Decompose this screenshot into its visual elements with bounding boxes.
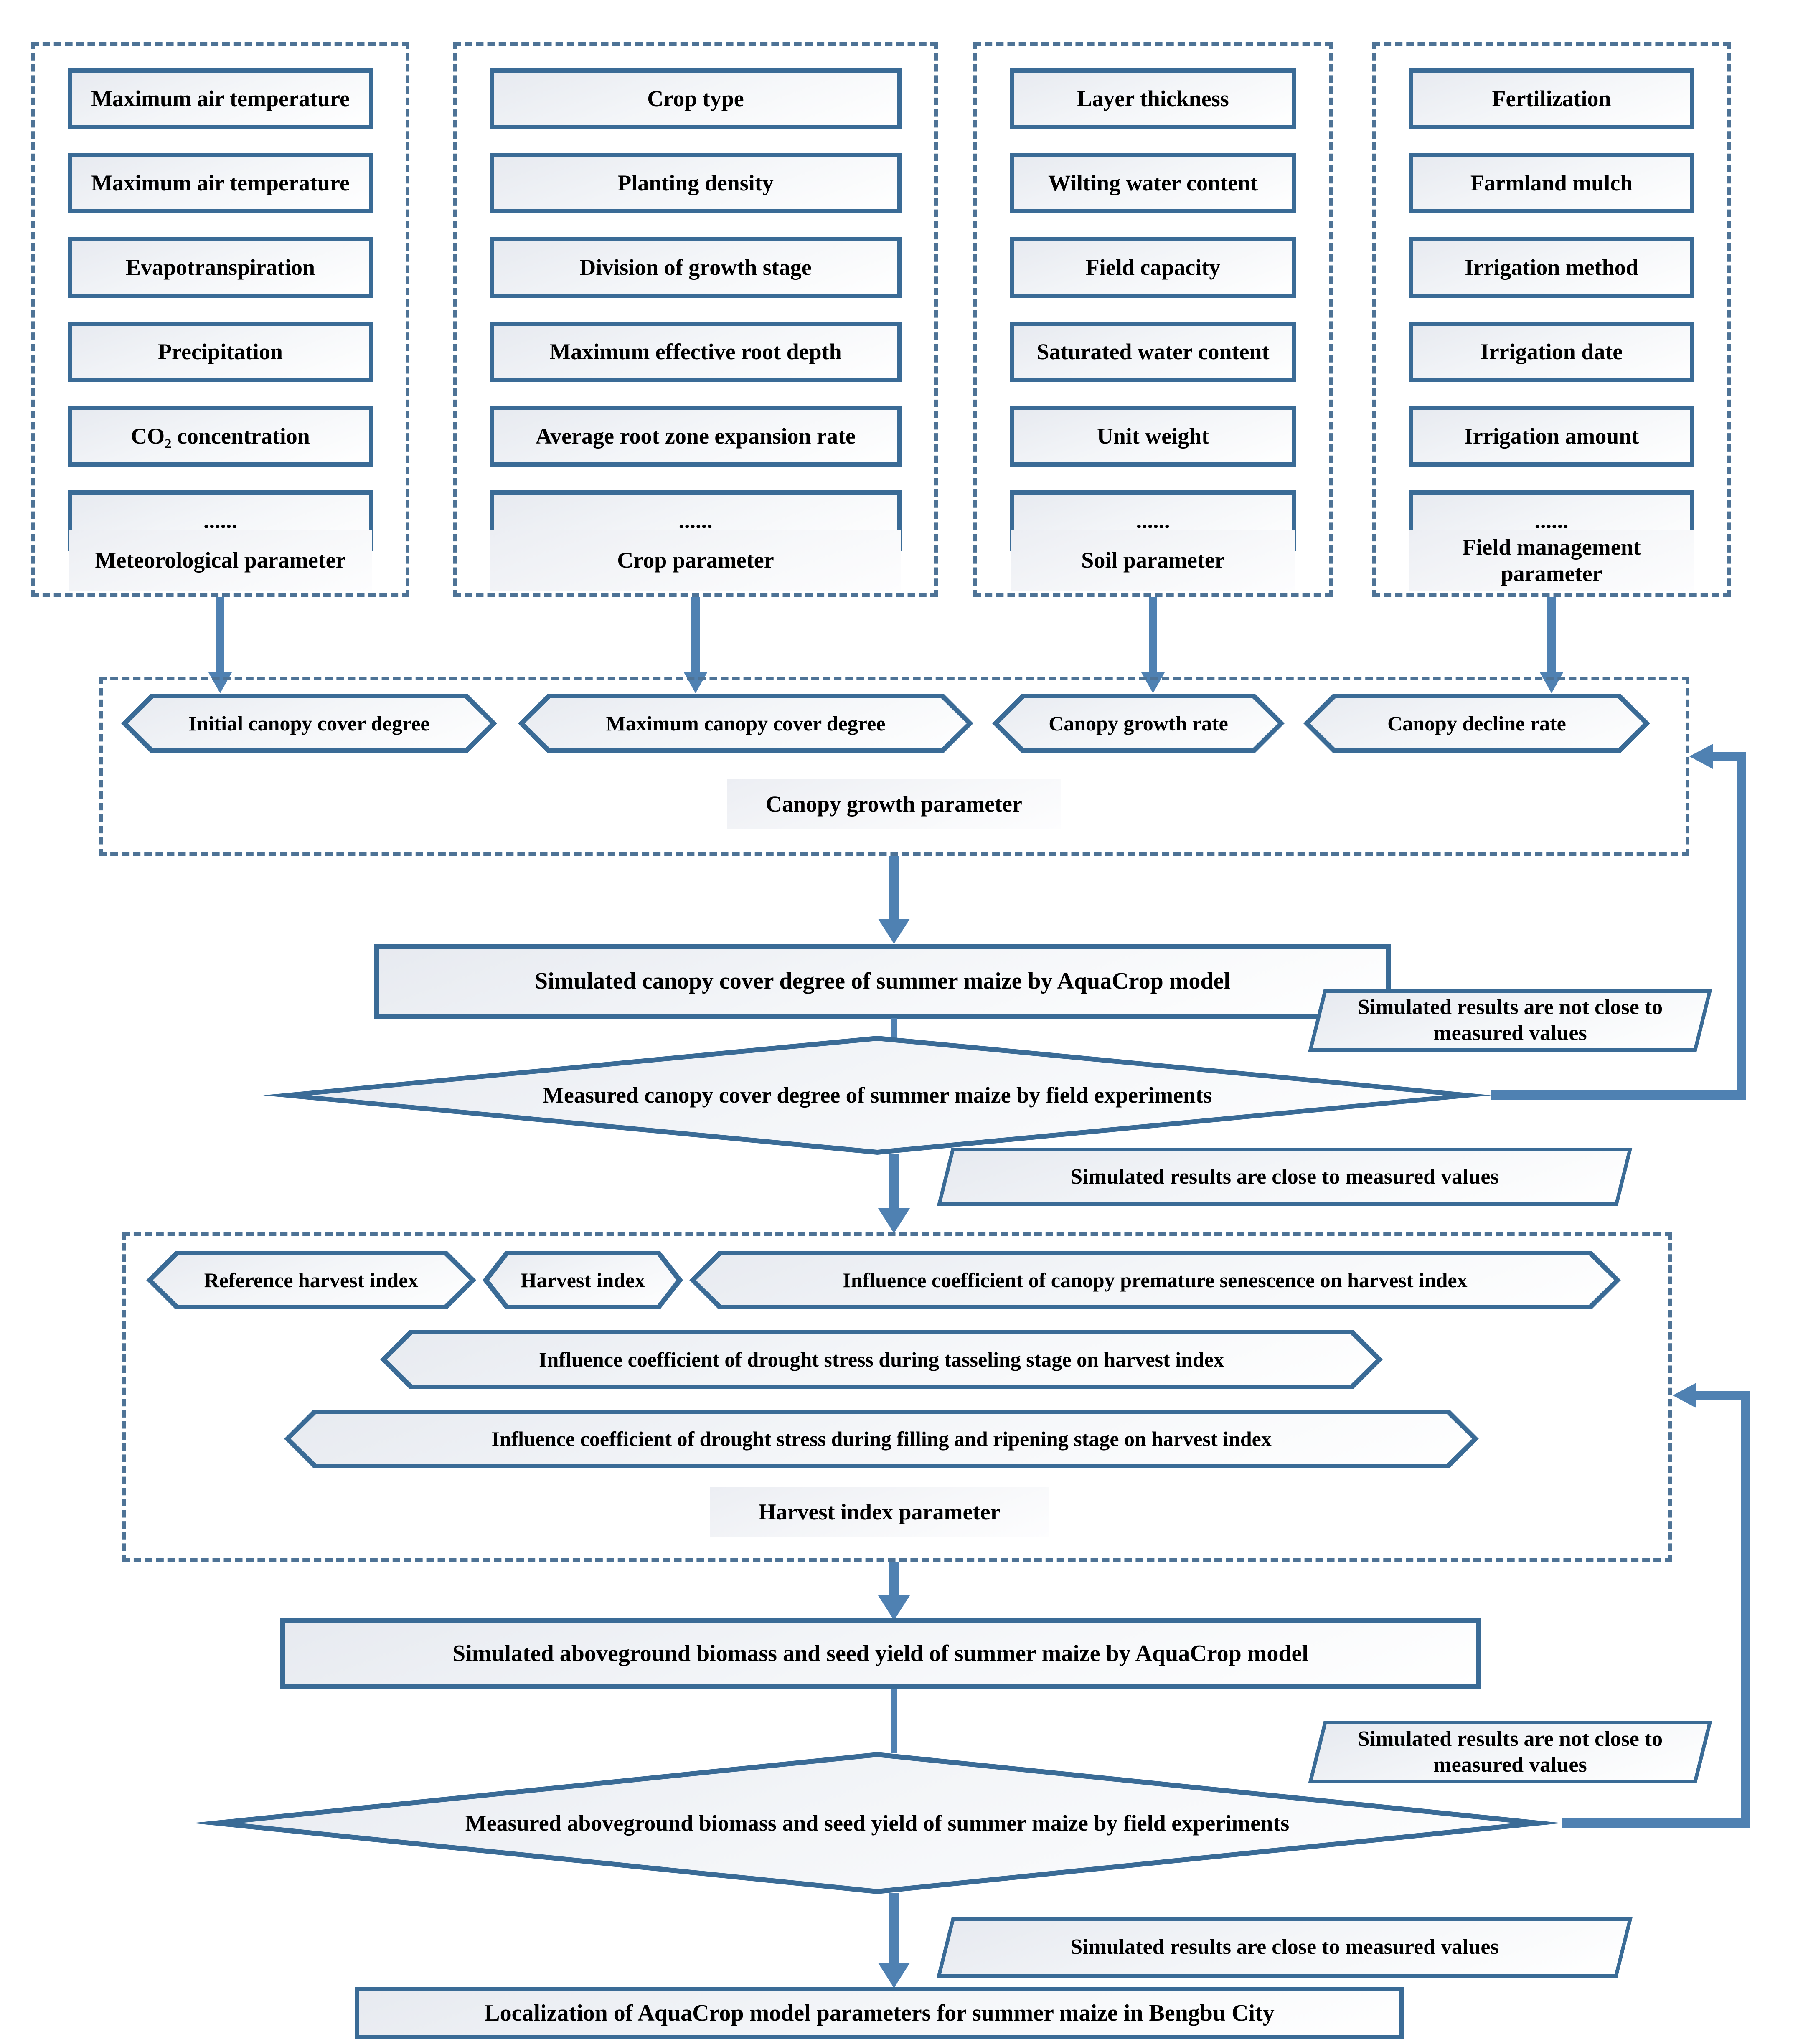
node-fertilization: Fertilization bbox=[1409, 68, 1694, 129]
label-field-management-parameter: Field management parameter bbox=[1409, 530, 1694, 591]
node-simulated-canopy-cover: Simulated canopy cover degree of summer … bbox=[374, 944, 1391, 1019]
hexagon-canopy-senescence-coefficient: Influence coefficient of canopy prematur… bbox=[689, 1251, 1621, 1309]
hexagon-maximum-canopy-cover-degree: Maximum canopy cover degree bbox=[518, 694, 973, 753]
hexagon-harvest-index: Harvest index bbox=[483, 1251, 683, 1309]
column-soil-parameter: Layer thickness Wilting water content Fi… bbox=[973, 42, 1333, 597]
label-soil-parameter: Soil parameter bbox=[1011, 530, 1295, 591]
column-crop-parameter: Crop type Planting density Division of g… bbox=[453, 42, 938, 597]
parallelogram-label: Simulated results are not close to measu… bbox=[1357, 1727, 1663, 1777]
label-canopy-growth-parameter: Canopy growth parameter bbox=[727, 779, 1061, 829]
node-crop-type: Crop type bbox=[490, 68, 902, 129]
connector-harvest-sim2-shaft bbox=[889, 1562, 899, 1598]
hexagon-label: Harvest index bbox=[520, 1268, 645, 1292]
diamond-label: Measured aboveground biomass and seed yi… bbox=[465, 1810, 1290, 1836]
hexagon-filling-ripening-drought-coefficient: Influence coefficient of drought stress … bbox=[284, 1410, 1479, 1468]
node-localization-final: Localization of AquaCrop model parameter… bbox=[355, 1987, 1404, 2039]
parallelogram-close-2: Simulated results are close to measured … bbox=[936, 1917, 1633, 1978]
group-canopy-growth-parameter bbox=[99, 677, 1689, 856]
hexagon-label: Initial canopy cover degree bbox=[188, 711, 430, 735]
feedback1-horizontal-top bbox=[1712, 752, 1746, 761]
hexagon-fill-shape bbox=[689, 1251, 1621, 1309]
node-field-capacity: Field capacity bbox=[1010, 237, 1296, 298]
hexagon-tasseling-drought-coefficient: Influence coefficient of drought stress … bbox=[380, 1330, 1383, 1389]
feedback1-vertical bbox=[1737, 752, 1746, 1100]
diamond-measured-canopy-cover: Measured canopy cover degree of summer m… bbox=[263, 1036, 1491, 1155]
hexagon-fill-shape bbox=[146, 1251, 476, 1309]
hexagon-label: Influence coefficient of drought stress … bbox=[539, 1347, 1224, 1371]
node-evapotranspiration: Evapotranspiration bbox=[68, 237, 373, 298]
diamond-label: Measured canopy cover degree of summer m… bbox=[542, 1083, 1212, 1108]
connector-col3-shaft bbox=[1149, 597, 1157, 673]
arrowhead-col1-icon bbox=[208, 672, 232, 693]
node-root-zone-expansion: Average root zone expansion rate bbox=[490, 406, 902, 467]
hexagon-canopy-decline-rate: Canopy decline rate bbox=[1303, 694, 1650, 753]
node-co2-concentration: CO₂ concentration bbox=[68, 406, 373, 467]
arrowhead-harvest-sim2-icon bbox=[878, 1595, 910, 1620]
node-max-root-depth: Maximum effective root depth bbox=[490, 322, 902, 382]
hexagon-fill-shape bbox=[518, 694, 973, 753]
group-harvest-index-parameter bbox=[122, 1232, 1672, 1562]
hexagon-label: Canopy decline rate bbox=[1387, 711, 1566, 735]
column-field-management-parameter: Fertilization Farmland mulch Irrigation … bbox=[1372, 42, 1731, 597]
arrowhead-feedback1-icon bbox=[1689, 744, 1713, 769]
node-irrigation-method: Irrigation method bbox=[1409, 237, 1694, 298]
hexagon-label: Influence coefficient of canopy prematur… bbox=[843, 1268, 1468, 1292]
label-crop-parameter: Crop parameter bbox=[490, 530, 901, 591]
feedback1-horizontal-bottom bbox=[1491, 1090, 1746, 1100]
node-wilting-water-content: Wilting water content bbox=[1010, 153, 1296, 213]
hexagon-label: Canopy growth rate bbox=[1049, 711, 1228, 735]
arrowhead-col4-icon bbox=[1540, 672, 1563, 693]
hexagon-label: Influence coefficient of drought stress … bbox=[491, 1427, 1272, 1451]
arrowhead-canopy-sim1-icon bbox=[878, 919, 910, 944]
parallelogram-not-close-1: Simulated results are not close to measu… bbox=[1308, 989, 1712, 1052]
connector-sim2-diamond2 bbox=[891, 1689, 897, 1753]
parallelogram-label: Simulated results are close to measured … bbox=[1070, 1935, 1499, 1959]
label-harvest-index-parameter: Harvest index parameter bbox=[710, 1487, 1049, 1537]
node-unit-weight: Unit weight bbox=[1010, 406, 1296, 467]
connector-diamond2-final-shaft bbox=[889, 1893, 899, 1966]
hexagon-fill-shape bbox=[992, 694, 1285, 753]
node-max-air-temperature-2: Maximum air temperature bbox=[68, 153, 373, 213]
arrowhead-col3-icon bbox=[1141, 672, 1165, 693]
column-meteorological-parameter: Maximum air temperature Maximum air temp… bbox=[31, 42, 409, 597]
arrowhead-col2-icon bbox=[684, 672, 707, 693]
hexagon-fill-shape bbox=[1303, 694, 1650, 753]
hexagon-initial-canopy-cover-degree: Initial canopy cover degree bbox=[121, 694, 497, 753]
parallelogram-label: Simulated results are not close to measu… bbox=[1357, 995, 1663, 1045]
node-saturated-water-content: Saturated water content bbox=[1010, 322, 1296, 382]
node-planting-density: Planting density bbox=[490, 153, 902, 213]
connector-col4-shaft bbox=[1547, 597, 1556, 673]
hexagon-reference-harvest-index: Reference harvest index bbox=[146, 1251, 476, 1309]
connector-sim1-diamond1 bbox=[891, 1018, 897, 1039]
feedback2-horizontal-top bbox=[1695, 1391, 1741, 1400]
arrowhead-feedback2-icon bbox=[1673, 1383, 1696, 1408]
node-irrigation-date: Irrigation date bbox=[1409, 322, 1694, 382]
connector-col2-shaft bbox=[691, 597, 700, 673]
node-division-growth-stage: Division of growth stage bbox=[490, 237, 902, 298]
parallelogram-close-1: Simulated results are close to measured … bbox=[937, 1148, 1633, 1206]
connector-col1-shaft bbox=[216, 597, 224, 673]
hexagon-canopy-growth-rate: Canopy growth rate bbox=[992, 694, 1285, 753]
hexagon-fill-shape bbox=[121, 694, 497, 753]
parallelogram-label: Simulated results are close to measured … bbox=[1070, 1164, 1499, 1189]
connector-canopy-sim1-shaft bbox=[889, 856, 899, 921]
parallelogram-not-close-2: Simulated results are not close to measu… bbox=[1308, 1721, 1712, 1783]
connector-diamond1-harvest-shaft bbox=[889, 1154, 899, 1210]
hexagon-fill-shape bbox=[380, 1330, 1383, 1389]
feedback2-vertical bbox=[1741, 1391, 1750, 1828]
hexagon-fill-shape bbox=[483, 1251, 683, 1309]
node-simulated-biomass-yield: Simulated aboveground biomass and seed y… bbox=[280, 1618, 1481, 1689]
hexagon-fill-shape bbox=[284, 1410, 1479, 1468]
feedback2-horizontal-bottom bbox=[1562, 1818, 1750, 1828]
hexagon-label: Maximum canopy cover degree bbox=[606, 711, 886, 735]
node-irrigation-amount: Irrigation amount bbox=[1409, 406, 1694, 467]
node-farmland-mulch: Farmland mulch bbox=[1409, 153, 1694, 213]
node-precipitation: Precipitation bbox=[68, 322, 373, 382]
hexagon-label: Reference harvest index bbox=[204, 1268, 419, 1292]
arrowhead-diamond1-harvest-icon bbox=[878, 1208, 910, 1233]
arrowhead-diamond2-final-icon bbox=[878, 1963, 910, 1988]
node-max-air-temperature-1: Maximum air temperature bbox=[68, 68, 373, 129]
node-layer-thickness: Layer thickness bbox=[1010, 68, 1296, 129]
label-meteorological-parameter: Meteorological parameter bbox=[69, 530, 372, 591]
